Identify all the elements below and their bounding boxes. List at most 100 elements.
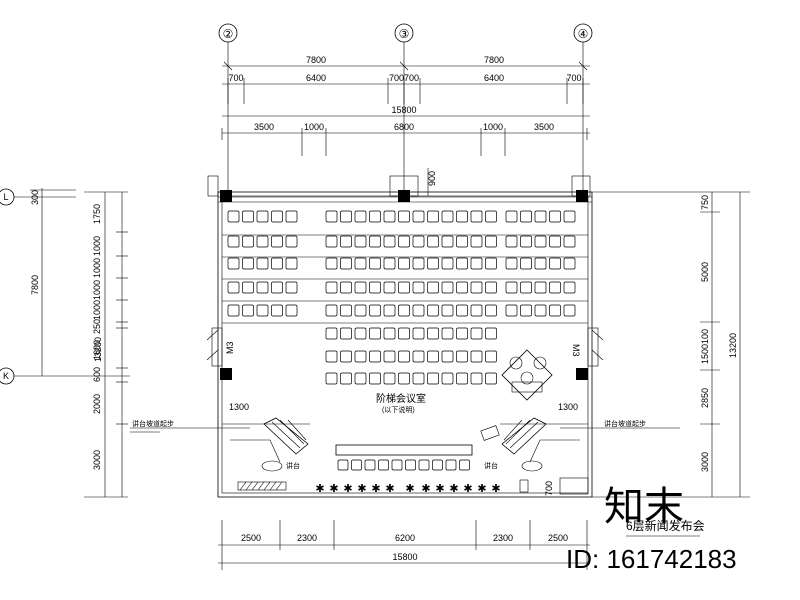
seat <box>325 304 338 317</box>
seat <box>563 281 576 294</box>
seat <box>271 235 283 248</box>
seat <box>340 372 352 385</box>
seat <box>485 235 497 248</box>
seat <box>427 281 439 294</box>
seat <box>505 210 518 223</box>
seat <box>398 210 410 223</box>
dim-1000-d: 1000 <box>92 300 102 320</box>
building-walls <box>206 175 604 498</box>
seat <box>412 327 425 340</box>
seat <box>369 372 381 385</box>
seat <box>325 210 338 223</box>
seat <box>485 210 497 223</box>
seat <box>383 257 396 270</box>
grid-bubble-L: L <box>3 192 8 202</box>
seat <box>534 281 547 294</box>
seat <box>340 235 352 248</box>
room-subtitle: (以下说明) <box>382 405 415 414</box>
dim-1300-left: 1300 <box>229 402 249 412</box>
grid-bubble-K: K <box>3 371 9 381</box>
seat <box>534 235 547 248</box>
seat <box>427 210 439 223</box>
seat <box>325 372 338 385</box>
seat <box>412 372 425 385</box>
seat <box>441 372 454 385</box>
seat <box>441 304 454 317</box>
dim-bay-left: 7800 <box>306 55 326 65</box>
dim-1000-a: 1000 <box>304 122 324 132</box>
plant-icon: ✱ <box>405 483 414 495</box>
seat <box>563 210 576 223</box>
seat <box>485 257 497 270</box>
seat <box>441 257 454 270</box>
dim-7800: 7800 <box>30 275 40 295</box>
seat <box>412 350 425 363</box>
seat <box>470 304 483 317</box>
seat <box>227 304 240 317</box>
seat <box>470 257 483 270</box>
dim-3500-b: 3500 <box>534 122 554 132</box>
seat <box>271 304 283 317</box>
seat <box>456 257 468 270</box>
dim-1300-right: 1300 <box>558 402 578 412</box>
seat <box>441 210 454 223</box>
seat <box>256 257 269 270</box>
dim-1000-c: 1000 <box>92 280 102 300</box>
dim-700-b: 700 <box>566 73 581 83</box>
seat <box>256 210 269 223</box>
seat <box>470 281 483 294</box>
seat <box>285 235 298 248</box>
seat <box>456 304 468 317</box>
seat <box>427 235 439 248</box>
seat <box>271 210 283 223</box>
plant-icon: ✱ <box>343 483 352 495</box>
ramp-label-right: 讲台坡道起步 <box>604 419 646 428</box>
seat <box>412 210 425 223</box>
seat <box>227 281 240 294</box>
seat <box>325 281 338 294</box>
seat <box>398 327 410 340</box>
seat <box>549 304 561 317</box>
plant-row: ✱✱✱✱✱✱✱✱✱✱✱✱✱ <box>315 483 500 495</box>
seat <box>505 235 518 248</box>
seat <box>470 235 483 248</box>
left-dimension-chains: L K 300 7800 13200 1750 1000 1000 1000 1… <box>0 188 130 498</box>
seat <box>242 281 254 294</box>
dim-6400-a: 6400 <box>306 73 326 83</box>
seat <box>418 459 430 471</box>
seat <box>520 304 532 317</box>
seat <box>485 350 497 363</box>
seat <box>485 327 497 340</box>
seat <box>354 304 367 317</box>
seat <box>412 257 425 270</box>
seat <box>398 372 410 385</box>
seat <box>427 350 439 363</box>
projector-diamond-icon <box>501 349 553 401</box>
seat <box>383 372 396 385</box>
seat <box>534 304 547 317</box>
right-dimension-chains: 750 5000 1500100 13200 2850 3000 <box>592 191 750 498</box>
seat <box>364 459 376 471</box>
seat <box>354 257 367 270</box>
seat <box>271 281 283 294</box>
seat <box>427 372 439 385</box>
seat <box>520 257 532 270</box>
seat <box>563 235 576 248</box>
seat <box>256 235 269 248</box>
seat <box>398 257 410 270</box>
plant-icon: ✱ <box>357 483 366 495</box>
seat <box>456 372 468 385</box>
seat <box>325 257 338 270</box>
door-label-left: M3 <box>225 341 235 354</box>
seat <box>369 304 381 317</box>
stage-label-left: 讲台 <box>286 461 300 470</box>
seat <box>285 304 298 317</box>
dim-3500-a: 3500 <box>254 122 274 132</box>
dim-6400-b: 6400 <box>484 73 504 83</box>
seat <box>369 350 381 363</box>
seat <box>378 459 389 471</box>
seat <box>383 327 396 340</box>
dim-2500-b: 2500 <box>548 533 568 543</box>
seat <box>369 257 381 270</box>
dim-2300-a: 2300 <box>297 533 317 543</box>
